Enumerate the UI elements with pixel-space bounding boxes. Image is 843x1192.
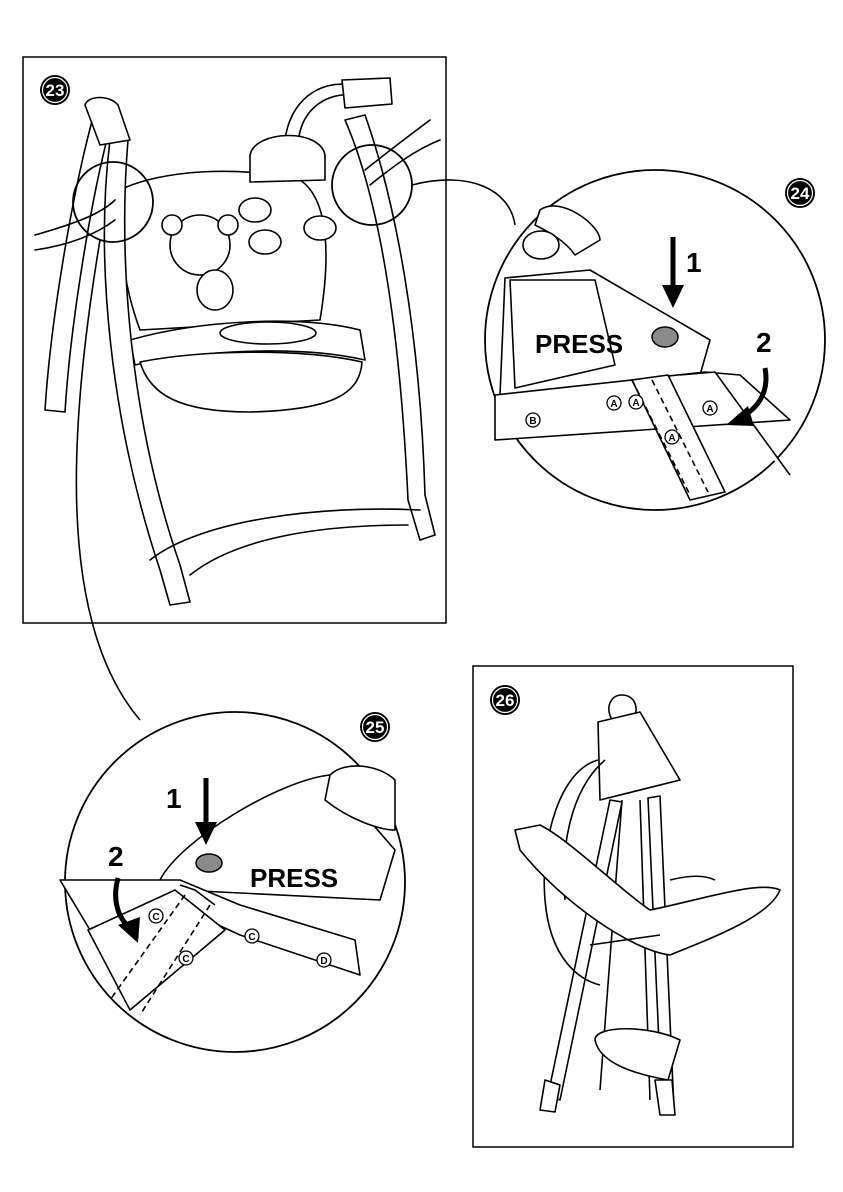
svg-text:A: A <box>668 433 675 444</box>
marker-d-25: D <box>317 953 331 967</box>
marker-b-24: B <box>526 413 540 427</box>
step-26-number: 26 <box>496 691 515 710</box>
arrow-1-label-24: 1 <box>686 247 702 278</box>
svg-text:C: C <box>182 954 189 965</box>
svg-text:C: C <box>152 912 159 923</box>
connector-23-to-24 <box>412 180 515 225</box>
arrow-2-label-24: 2 <box>756 327 772 358</box>
release-button-24 <box>652 327 678 347</box>
baby-swing-illustration <box>35 78 440 605</box>
svg-text:A: A <box>706 404 713 415</box>
detail-step-25: 25 PRESS 1 2 C C <box>60 712 405 1052</box>
step-25-badge: 25 <box>360 712 390 742</box>
press-label-25: PRESS <box>250 863 338 893</box>
step-25-number: 25 <box>366 718 385 737</box>
step-26-badge: 26 <box>490 685 520 715</box>
detail-step-24: 24 PRESS 1 2 B A <box>485 170 825 510</box>
marker-c-25-1: C <box>149 909 163 923</box>
marker-c-25-3: C <box>245 929 259 943</box>
marker-a-24-3: A <box>665 430 679 444</box>
release-button-25 <box>196 854 222 872</box>
marker-a-24-1: A <box>607 396 621 410</box>
panel-step-26: 26 <box>473 666 793 1147</box>
svg-text:B: B <box>529 416 536 427</box>
press-label-24: PRESS <box>535 329 623 359</box>
step-23-badge: 23 <box>40 75 70 105</box>
svg-text:A: A <box>610 399 617 410</box>
svg-text:A: A <box>632 398 639 409</box>
marker-c-25-2: C <box>179 951 193 965</box>
step-24-badge: 24 <box>785 178 815 208</box>
arrow-2-label-25: 2 <box>108 841 124 872</box>
marker-a-24-4: A <box>703 401 717 415</box>
arrow-1-label-25: 1 <box>166 783 182 814</box>
svg-text:C: C <box>248 932 255 943</box>
marker-a-24-2: A <box>629 395 643 409</box>
svg-text:D: D <box>320 956 327 967</box>
step-23-number: 23 <box>46 81 65 100</box>
step-24-number: 24 <box>791 184 810 203</box>
folded-swing-illustration <box>515 695 780 1115</box>
